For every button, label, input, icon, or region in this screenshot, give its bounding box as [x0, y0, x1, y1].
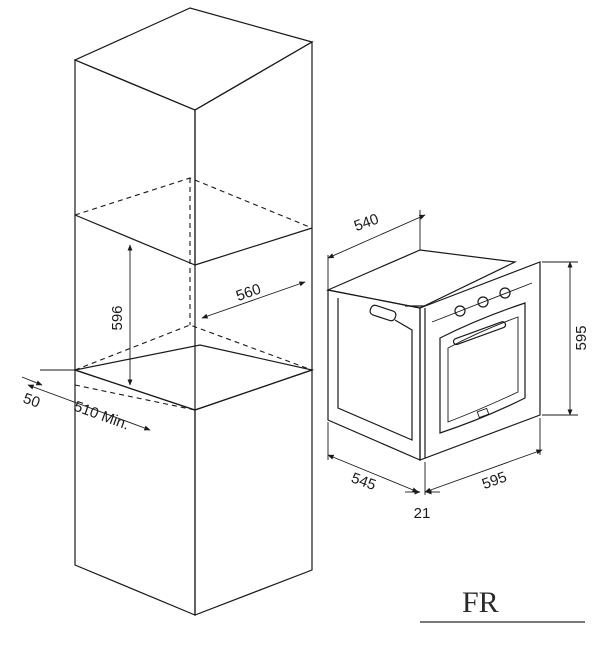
oven-badge-icon — [476, 407, 490, 419]
brand-logo: FR — [420, 586, 585, 623]
oven-side-rail — [337, 298, 413, 441]
label-vent-gap: 50 — [21, 390, 42, 412]
cabinet-top — [73, 7, 314, 111]
label-cabinet-depth: 510 Min. — [72, 398, 132, 434]
cabinet-lower-side — [194, 369, 313, 616]
oven-drawing — [325, 249, 541, 461]
dim-line-cabinet-depth — [27, 384, 151, 431]
oven-door-handle — [452, 321, 507, 346]
cabinet-upper-front — [74, 59, 196, 266]
dim-line-vent-gap — [21, 376, 43, 386]
oven-door-window — [447, 316, 519, 423]
cabinet-dimensions: 596 560 510 Min. 50 — [21, 244, 306, 434]
label-oven-depth: 540 — [352, 211, 381, 236]
cabinet-upper-side — [194, 40, 313, 266]
oven-front-panel — [419, 261, 541, 461]
cabinet-lower-top — [72, 344, 315, 411]
dim-line-cabinet-width — [201, 281, 306, 319]
label-cabinet-width: 560 — [234, 281, 263, 305]
knob-right-icon — [499, 287, 511, 299]
hidden-line-upper — [74, 177, 313, 229]
control-panel-line — [431, 282, 533, 323]
oven-body-top — [325, 249, 518, 309]
label-front-panel-thickness: 21 — [414, 505, 431, 522]
dim-line-oven-body-depth — [327, 454, 419, 493]
dim-line-oven-width — [424, 449, 543, 493]
brand-logo-icon: FR — [462, 586, 499, 619]
oven-door — [439, 302, 526, 434]
label-oven-width: 595 — [480, 469, 509, 494]
label-oven-height: 595 — [573, 325, 590, 350]
dim-line-oven-depth — [327, 214, 426, 259]
hidden-line-lower — [74, 324, 313, 371]
knob-middle-icon — [477, 296, 489, 308]
label-oven-body-depth: 545 — [349, 470, 378, 495]
label-cabinet-height: 596 — [109, 305, 126, 330]
oven-dimensions: 540 595 595 545 21 — [327, 210, 590, 522]
oven-side-handle — [369, 304, 397, 322]
knob-left-icon — [454, 305, 466, 317]
cabinet-drawing — [72, 7, 315, 616]
